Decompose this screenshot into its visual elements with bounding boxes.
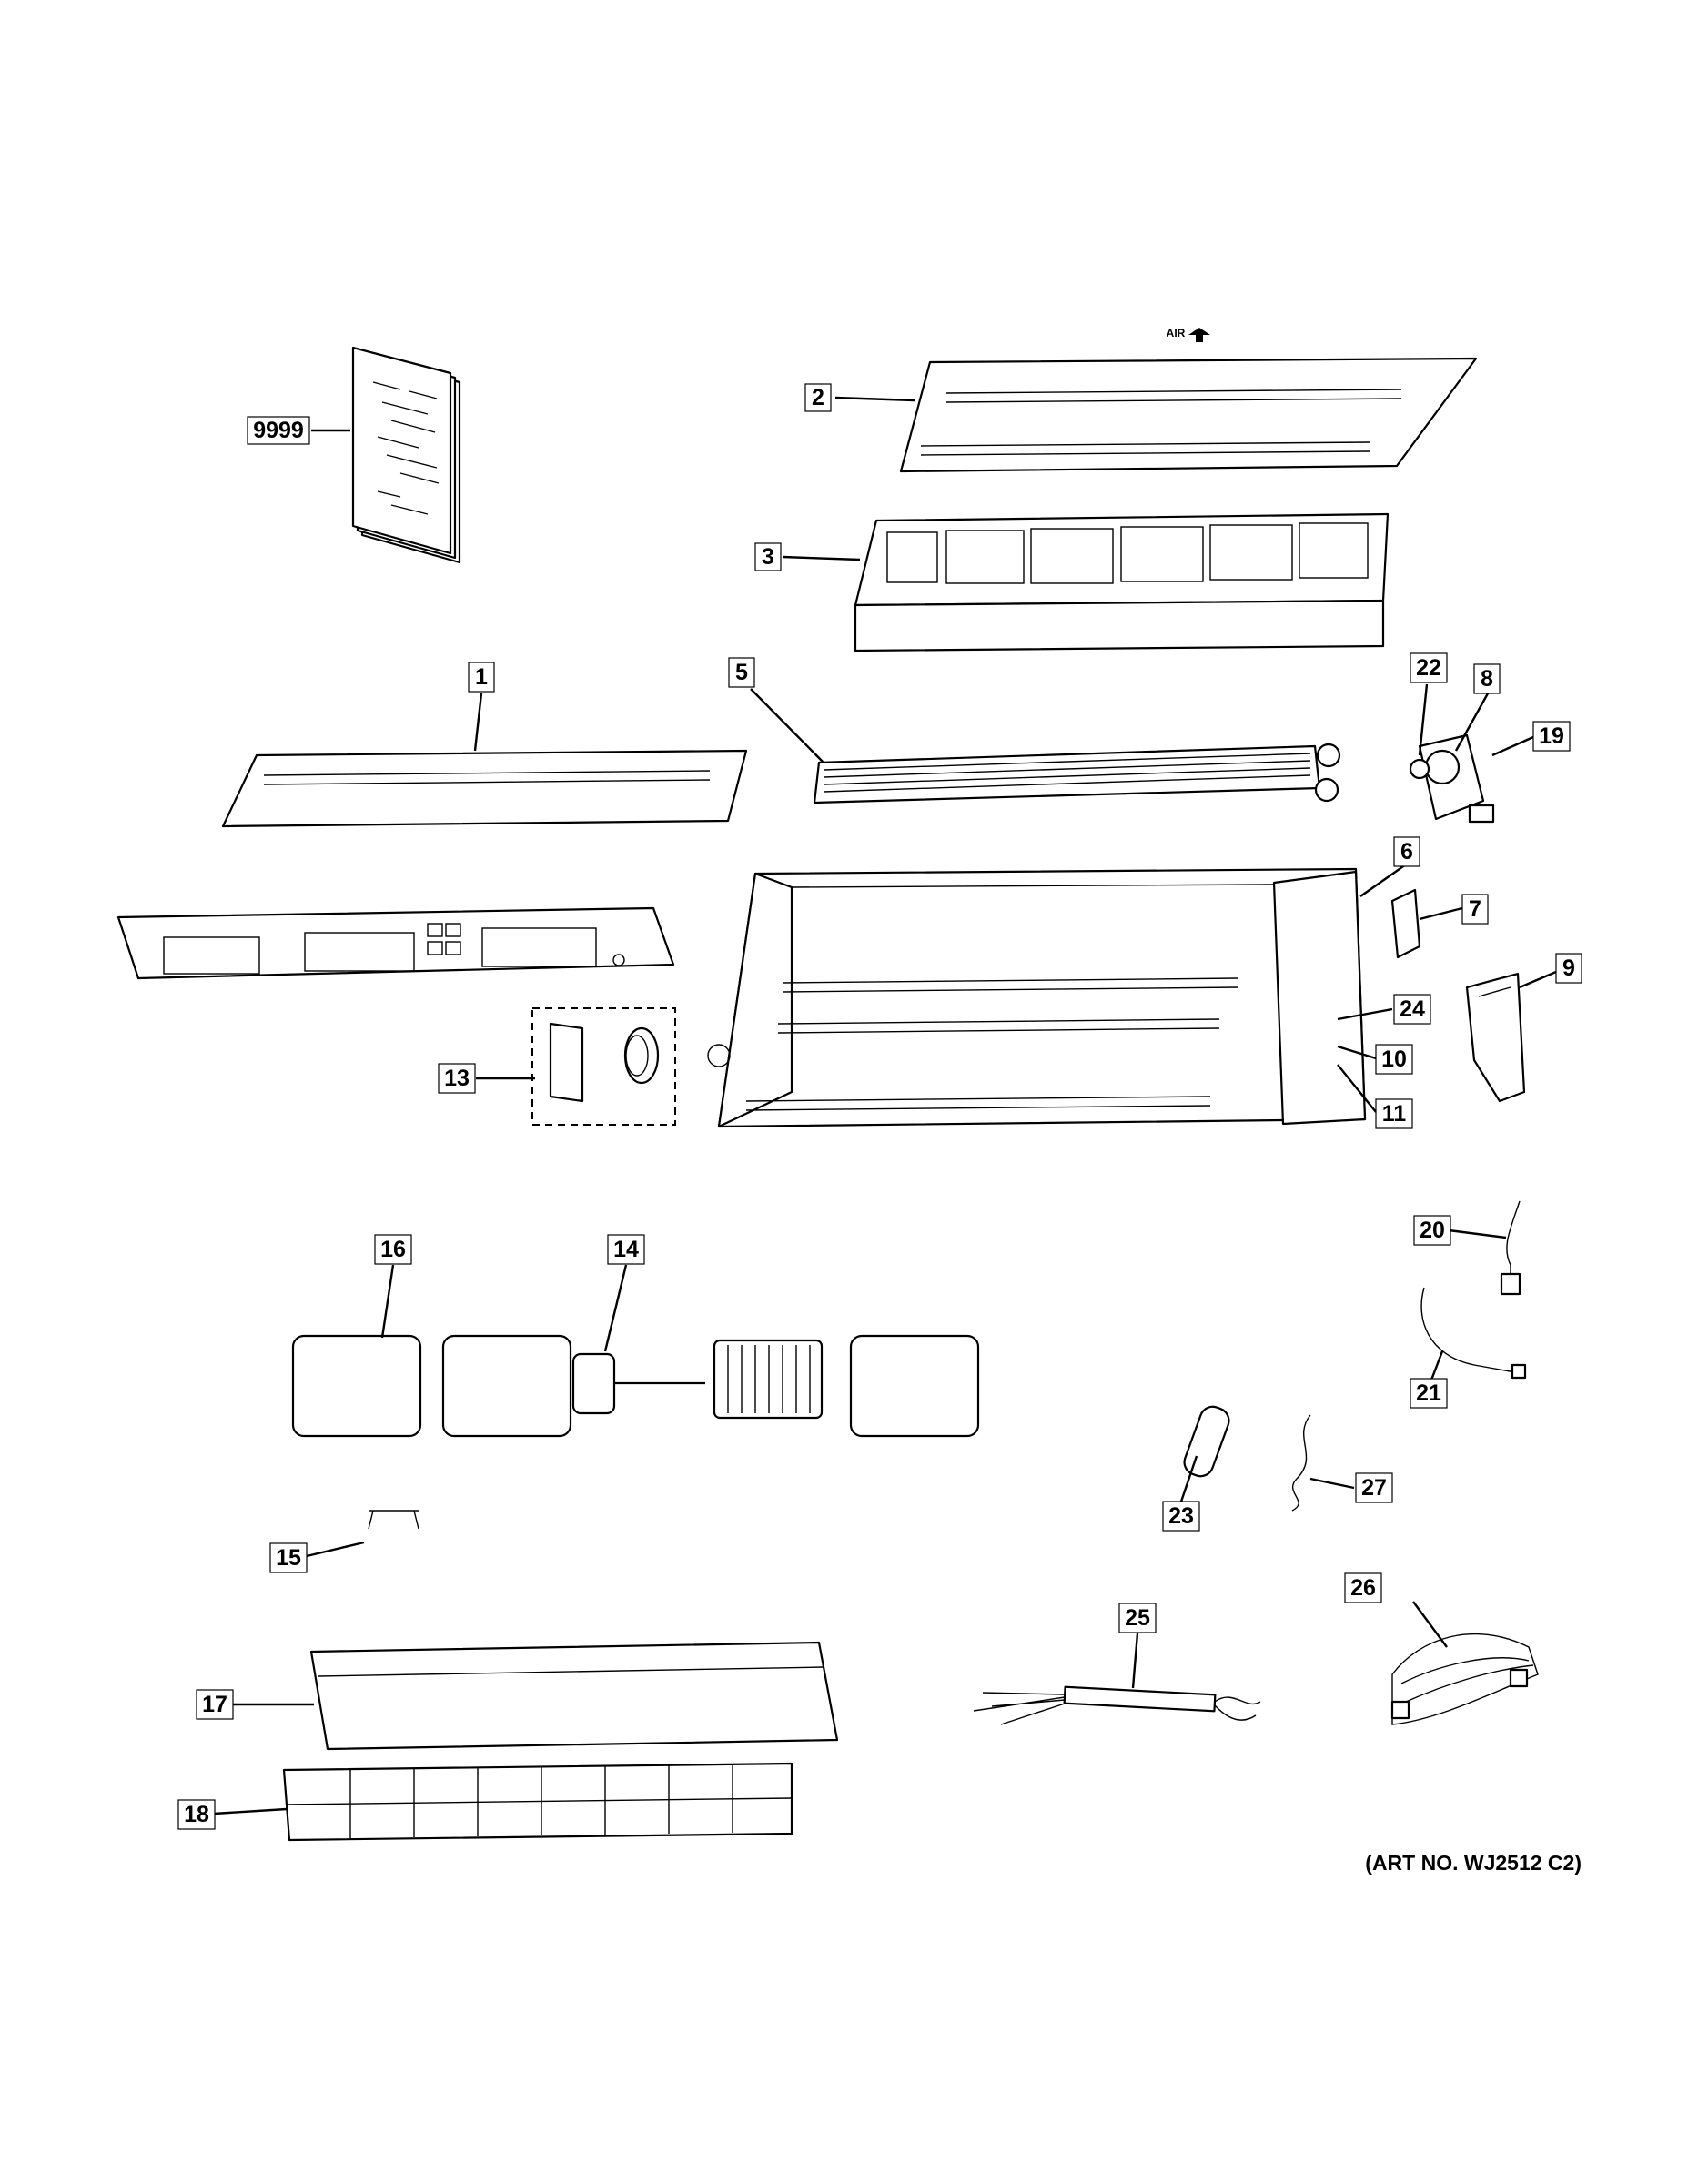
part-mount-bracket-kit-drawing (531, 1007, 676, 1126)
svg-text:11: 11 (1382, 1101, 1407, 1127)
part-bracket-drawing (1390, 888, 1421, 959)
svg-text:24: 24 (1400, 996, 1425, 1022)
part-ebox-cover-drawing (1465, 972, 1526, 1103)
part-wire-drawing (1291, 1414, 1311, 1512)
svg-text:7: 7 (1469, 896, 1481, 922)
svg-text:15: 15 (276, 1545, 301, 1571)
callout-21: 21 (1410, 1378, 1448, 1409)
callout-26: 26 (1344, 1572, 1382, 1603)
callout-20: 20 (1413, 1215, 1451, 1246)
svg-text:23: 23 (1168, 1503, 1194, 1529)
part-pipe-sensor-drawing (1420, 1287, 1527, 1380)
part-front-panel-drawing (221, 749, 748, 828)
callout-18: 18 (177, 1799, 216, 1830)
callout-2: 2 (804, 383, 832, 412)
callout-16: 16 (374, 1234, 412, 1265)
part-control-panel-drawing (116, 906, 675, 980)
svg-text:6: 6 (1400, 839, 1413, 864)
callout-25: 25 (1118, 1603, 1157, 1633)
part-valve-assembly-drawing (1409, 733, 1495, 824)
part-harness-drawing (973, 1685, 1261, 1725)
part-filter-drawing (282, 1762, 793, 1842)
svg-text:8: 8 (1481, 666, 1493, 692)
callout-1: 1 (468, 662, 495, 693)
part-chassis-drawing (707, 867, 1367, 1128)
part-top-panel-drawing (899, 328, 1478, 473)
part-blower-assembly-drawing (291, 1334, 980, 1438)
air-arrow-label: AIR (1167, 327, 1186, 339)
callout-11: 11 (1375, 1098, 1413, 1129)
svg-text:10: 10 (1381, 1046, 1407, 1072)
part-sensor-drawing (1500, 1200, 1521, 1296)
svg-text:19: 19 (1539, 723, 1564, 749)
callout-22: 22 (1410, 652, 1448, 683)
part-clips-drawing (368, 1510, 419, 1530)
callout-6: 6 (1393, 836, 1420, 867)
svg-text:26: 26 (1350, 1575, 1376, 1601)
callout-5: 5 (728, 657, 755, 688)
svg-text:2: 2 (812, 385, 824, 410)
part-filter-frame-drawing (854, 512, 1390, 652)
callout-14: 14 (607, 1234, 645, 1265)
part-manual-drawing (351, 346, 461, 564)
callout-9999: 9999 (247, 416, 310, 445)
callout-9: 9 (1555, 953, 1582, 984)
part-drain-pan-drawing (309, 1641, 839, 1751)
svg-text:9: 9 (1562, 956, 1575, 981)
svg-text:5: 5 (735, 660, 748, 685)
svg-text:9999: 9999 (253, 418, 304, 443)
svg-text:1: 1 (475, 664, 488, 690)
svg-text:21: 21 (1416, 1380, 1441, 1406)
art-number: (ART NO. WJ2512 C2) (1365, 1851, 1582, 1875)
callout-19: 19 (1532, 721, 1571, 752)
svg-text:18: 18 (184, 1802, 209, 1827)
svg-text:25: 25 (1125, 1605, 1150, 1631)
leader-lines (213, 396, 1557, 1815)
svg-text:3: 3 (762, 544, 774, 570)
svg-text:22: 22 (1416, 655, 1441, 681)
callout-17: 17 (196, 1689, 234, 1720)
callout-3: 3 (754, 542, 782, 571)
callout-27: 27 (1355, 1472, 1393, 1503)
callout-7: 7 (1461, 894, 1489, 925)
callout-13: 13 (438, 1063, 476, 1094)
part-tube-drawing (1183, 1405, 1230, 1478)
svg-text:17: 17 (202, 1692, 227, 1717)
callout-8: 8 (1473, 663, 1501, 694)
callout-23: 23 (1162, 1501, 1200, 1532)
callout-10: 10 (1375, 1044, 1413, 1075)
part-coil-drawing (813, 743, 1341, 804)
callout-15: 15 (269, 1542, 308, 1573)
svg-text:16: 16 (380, 1237, 406, 1262)
svg-text:20: 20 (1420, 1218, 1445, 1243)
part-wire-bundle-drawing (1390, 1633, 1539, 1725)
svg-text:27: 27 (1361, 1475, 1387, 1501)
callout-24: 24 (1393, 994, 1431, 1025)
svg-text:14: 14 (613, 1237, 639, 1262)
svg-text:13: 13 (444, 1066, 470, 1091)
